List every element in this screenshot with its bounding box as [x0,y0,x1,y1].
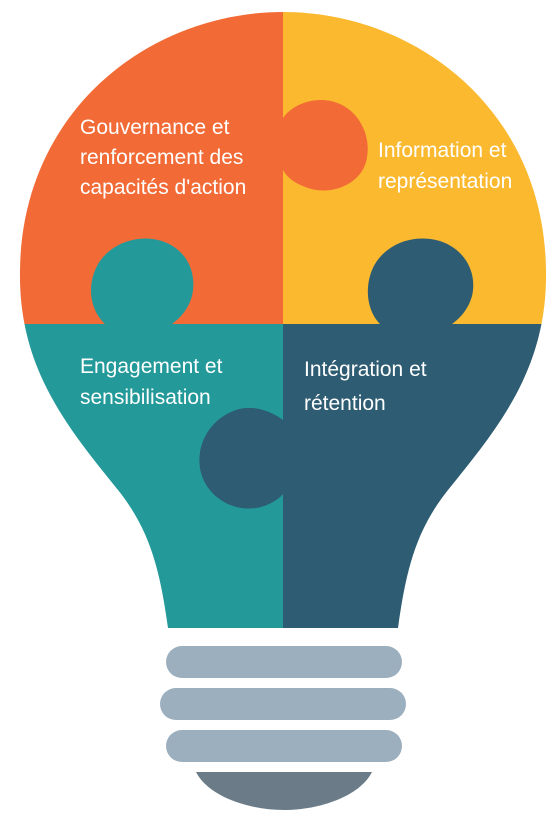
knob-teal [90,238,194,324]
label-engagement: Engagement et sensibilisation [80,355,228,409]
base-band-1 [166,646,402,678]
knob-navy-left [199,407,283,509]
knob-navy-top [367,238,474,324]
label-governance: Gouvernance et renforcement des capacité… [80,116,249,199]
label-information: Information et représentation [378,139,512,193]
label-integration: Intégration et rétention [304,358,432,415]
bulb-body [19,12,547,628]
base-band-3 [166,730,402,762]
base-cap [196,772,372,810]
base-band-2 [160,688,406,720]
knob-orange [283,99,368,191]
